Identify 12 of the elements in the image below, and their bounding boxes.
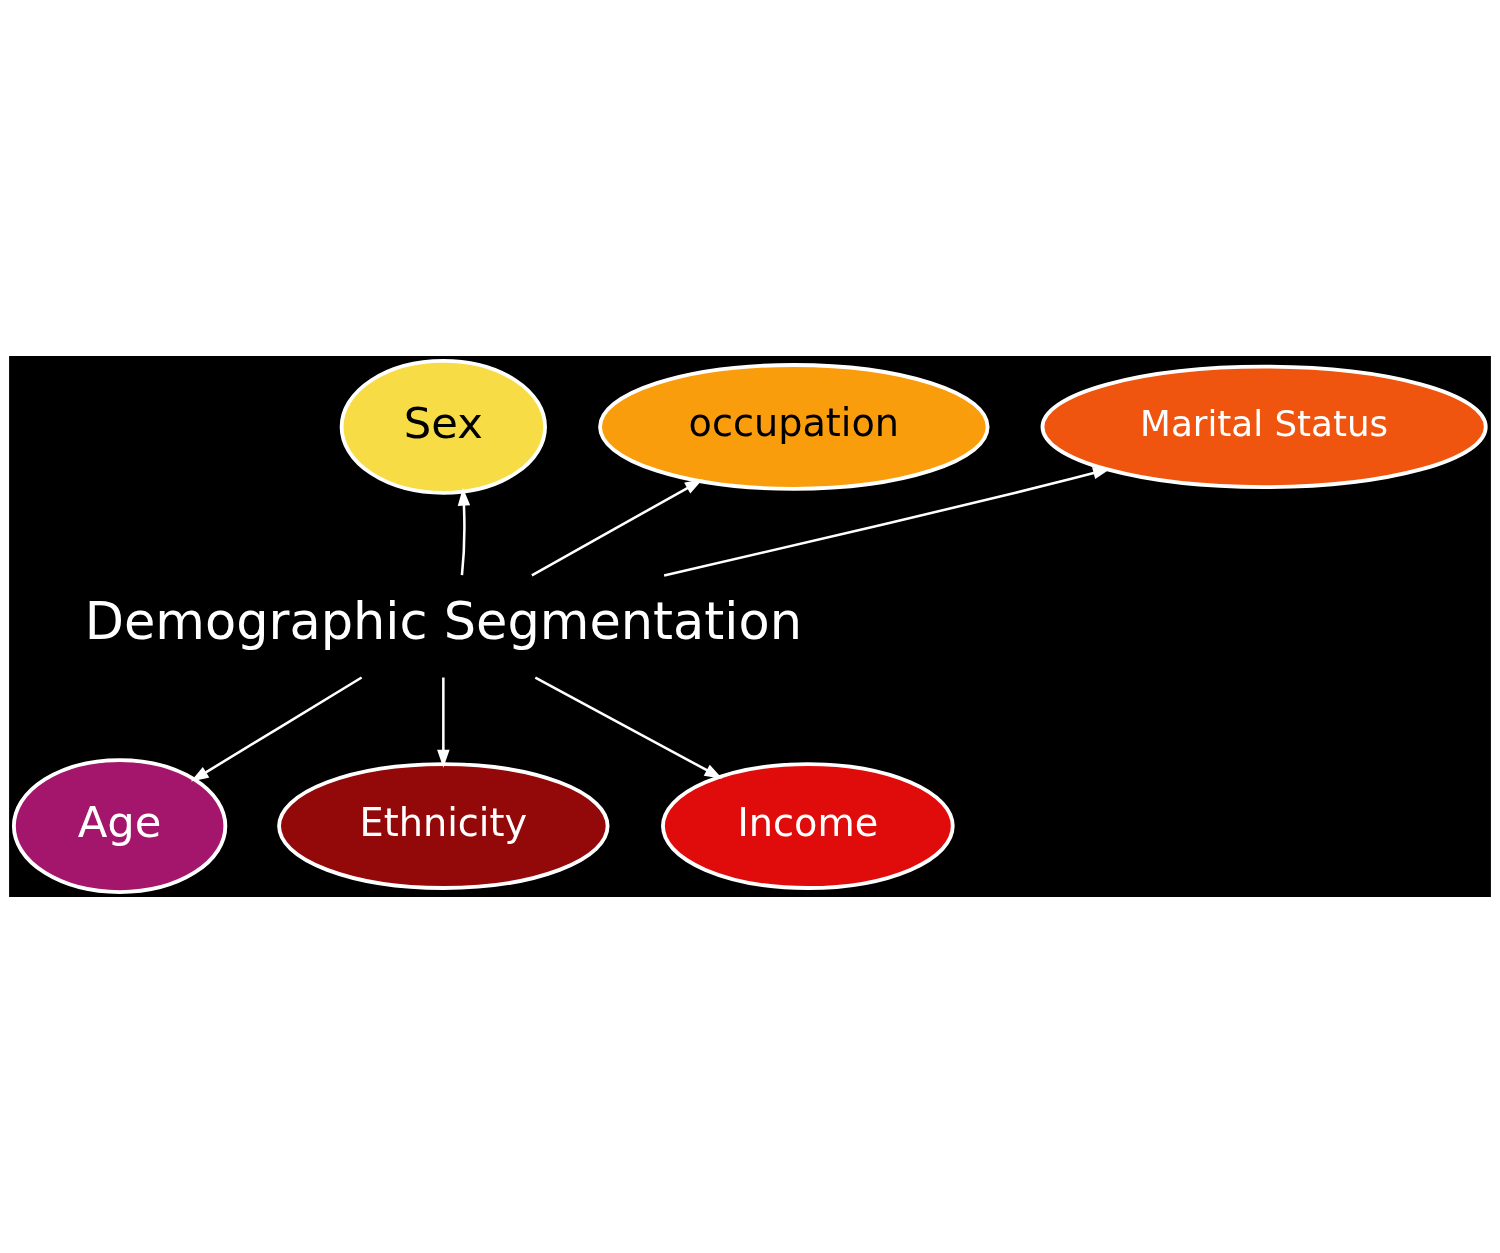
node-ellipse: Marital Status (1040, 364, 1488, 490)
node-ellipse: occupation (598, 363, 990, 491)
arrow (534, 676, 723, 779)
node-ellipse: Age (12, 758, 228, 894)
arrow (437, 677, 450, 768)
arrow (190, 676, 363, 782)
arrow (531, 479, 703, 577)
node-text: Demographic Segmentation (84, 592, 802, 652)
arrow (663, 467, 1111, 577)
node-ellipse: Ethnicity (277, 762, 610, 890)
node-ellipse: Sex (339, 359, 547, 495)
arrow (457, 487, 471, 576)
